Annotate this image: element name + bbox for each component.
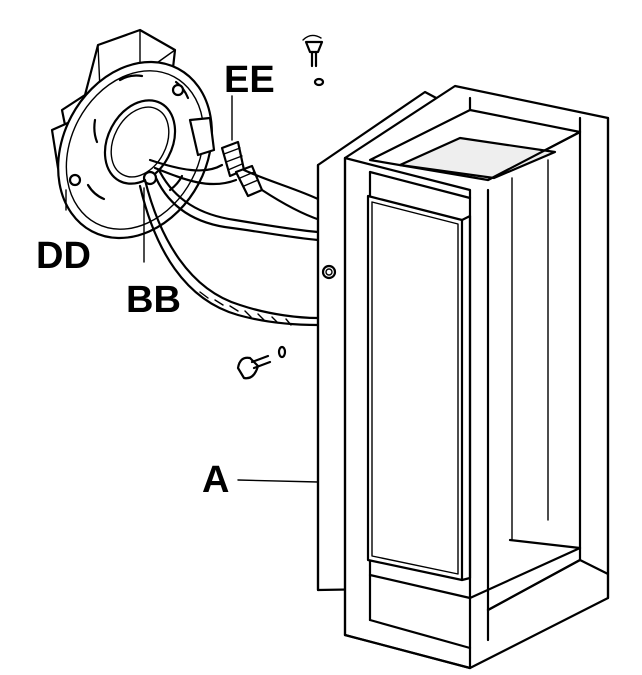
leader-lines	[65, 95, 319, 483]
wires	[138, 158, 322, 327]
screw-top	[302, 34, 325, 87]
wire-connectors	[220, 140, 264, 198]
label-bb: BB	[126, 279, 181, 321]
label-dd: DD	[36, 235, 91, 277]
label-a: A	[202, 459, 229, 501]
screw-middle	[236, 345, 287, 380]
lamp-body	[316, 84, 610, 670]
mounting-plate	[50, 28, 216, 240]
label-ee: EE	[224, 59, 275, 101]
